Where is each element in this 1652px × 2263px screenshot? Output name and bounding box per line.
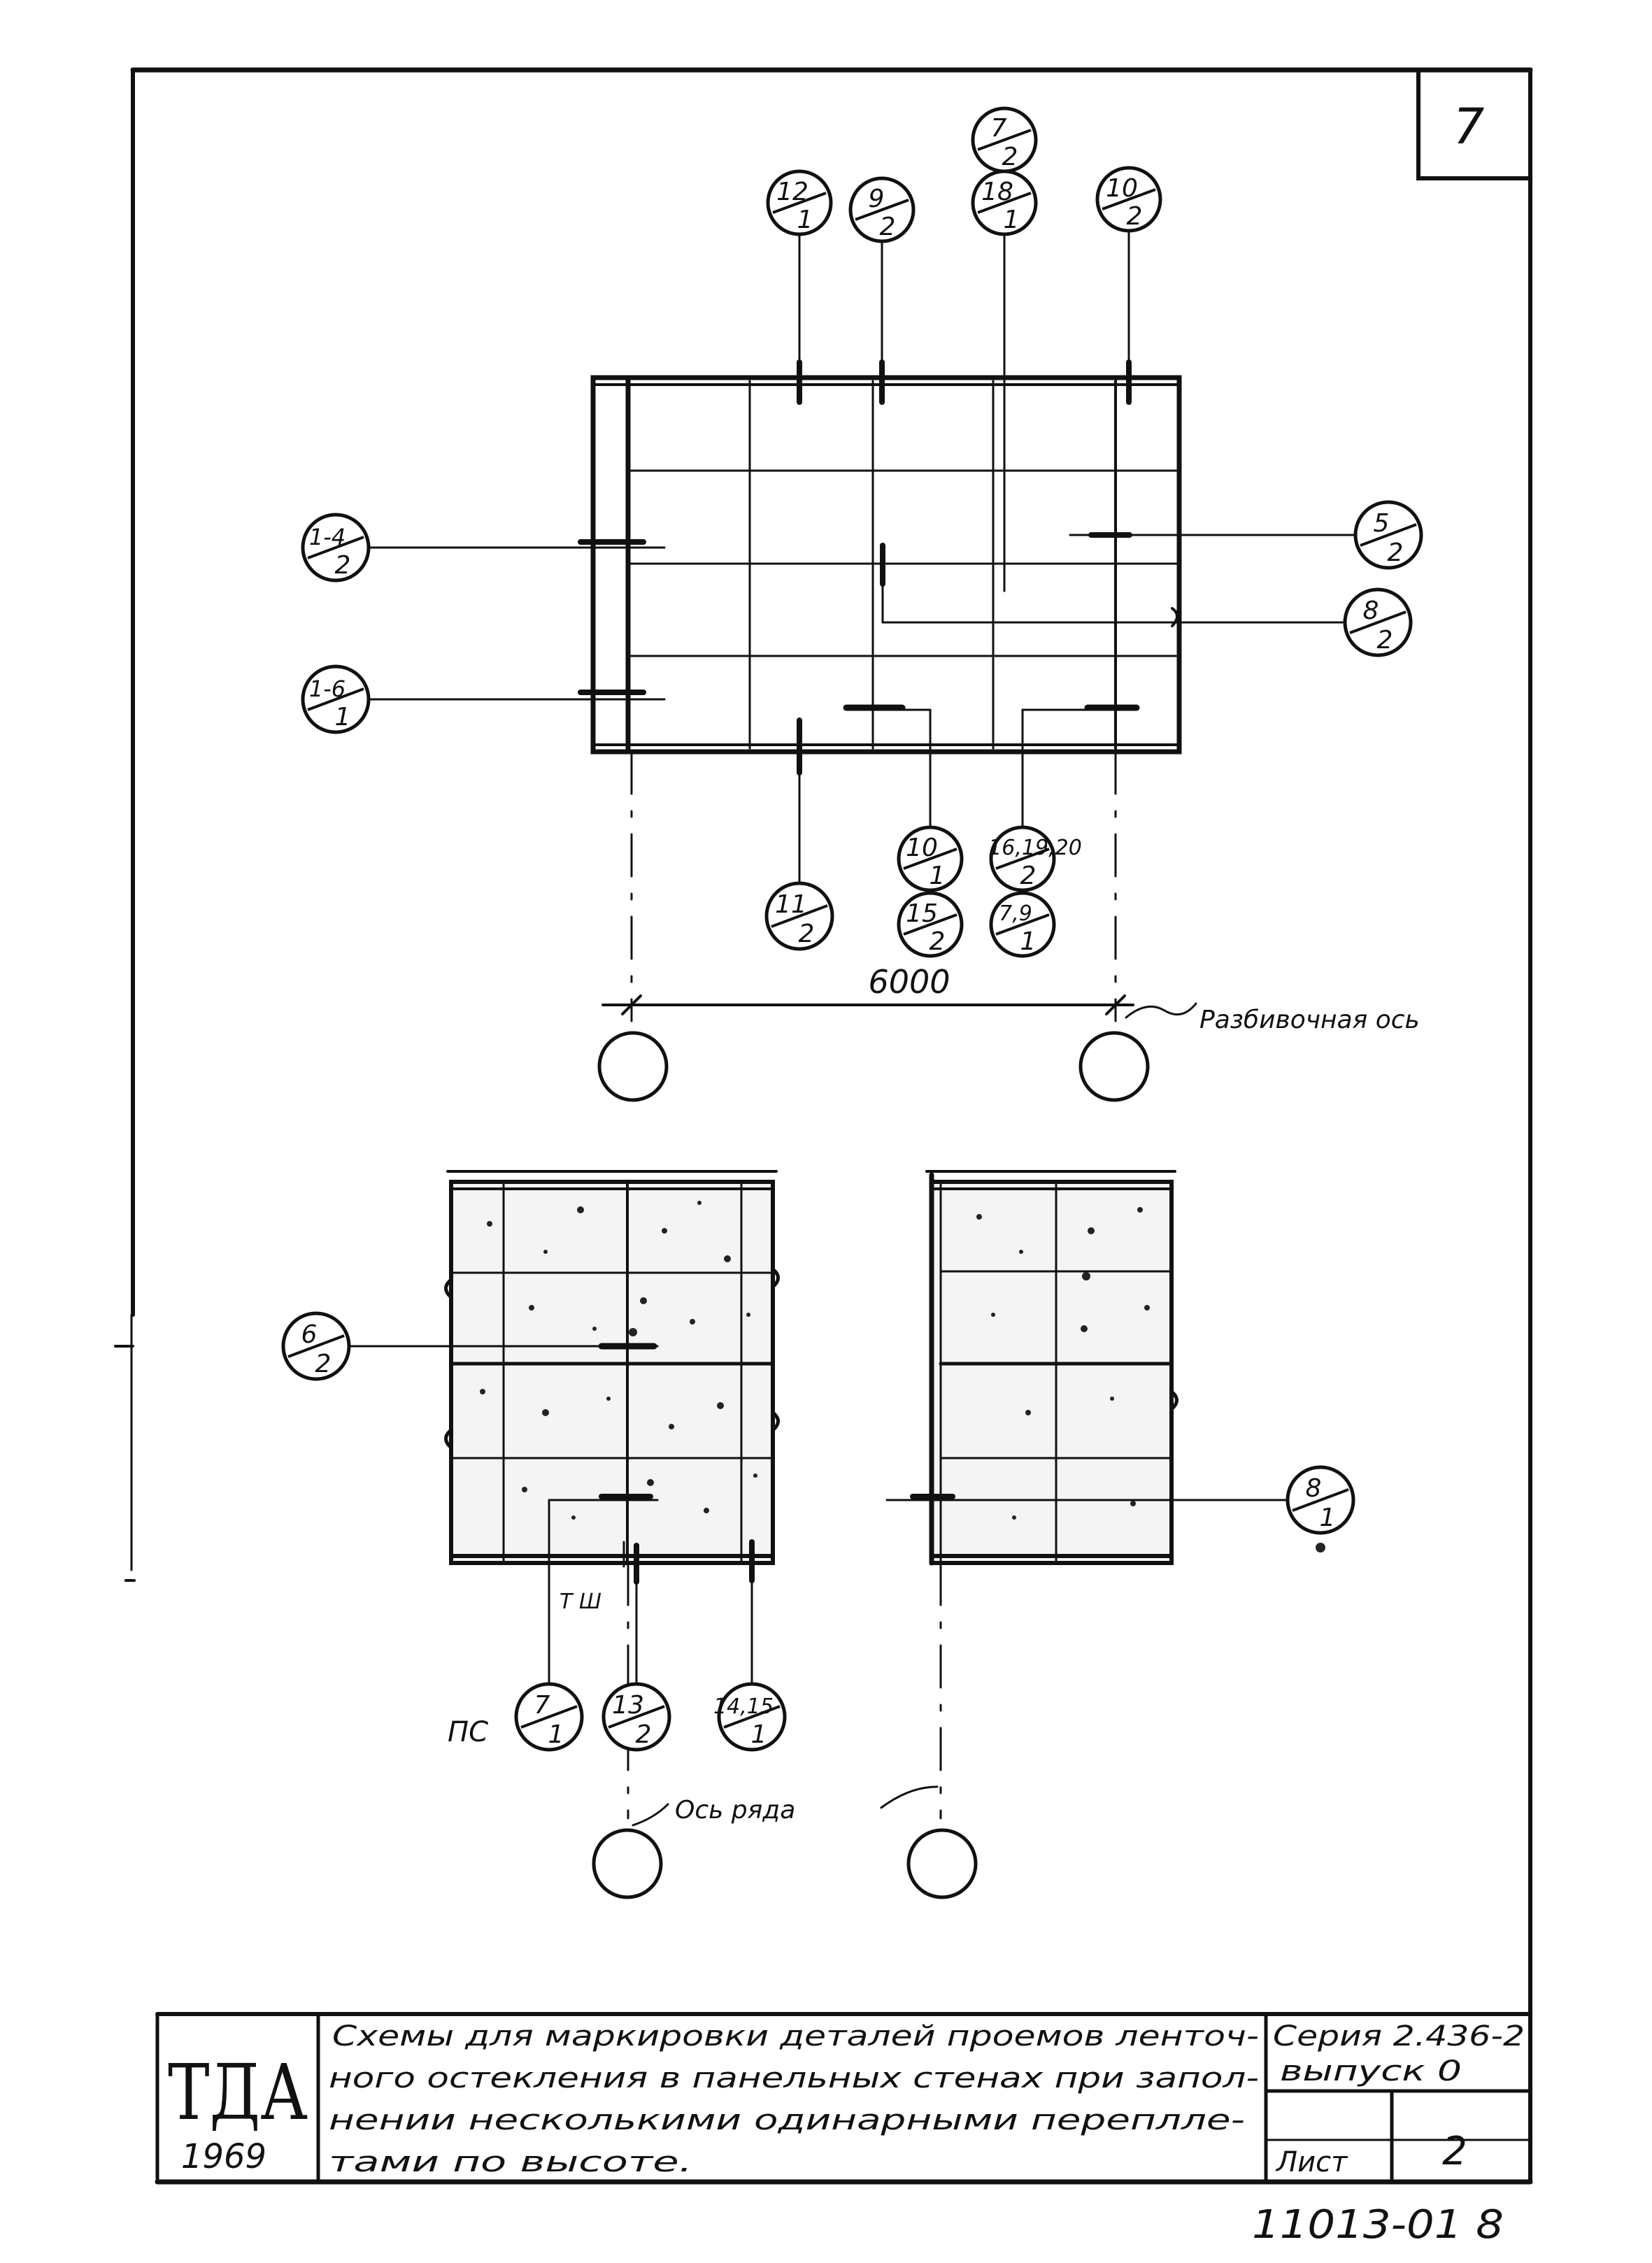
- callout-1-4-2: 1-4 2: [301, 513, 371, 583]
- callout-18-1-top: 18: [981, 178, 1013, 206]
- callout-1-4-2-top: 1-4: [309, 524, 346, 550]
- callout-12-1-top: 12: [776, 178, 809, 206]
- callout-7-2-bottom: 2: [1002, 143, 1018, 171]
- callout-10-1-top: 10: [906, 834, 938, 862]
- title-line-3: нении несколькими одинарными переплле-: [329, 2104, 1245, 2136]
- bottom-left-leaders: [348, 1343, 755, 1820]
- tsh-mark: Т Ш: [560, 1590, 601, 1614]
- title-line-1: Схемы для маркировки деталей проемов лен…: [332, 2020, 1259, 2053]
- callout-15-2-bottom: 2: [930, 927, 946, 956]
- sheet-label: Лист: [1275, 2146, 1348, 2178]
- callout-6-2-bottom: 2: [315, 1350, 332, 1378]
- callout-10-1-bottom: 1: [930, 862, 946, 890]
- callout-10-2: 10 2: [1095, 166, 1162, 233]
- callout-1-6-1-top: 1-6: [309, 676, 346, 702]
- sheet-number: 7: [1453, 98, 1485, 155]
- callout-7-2-top: 7: [991, 114, 1007, 143]
- callout-9-2-bottom: 2: [880, 213, 896, 241]
- callout-1-6-1: 1-6 1: [301, 664, 371, 734]
- callout-6-2-top: 6: [301, 1320, 318, 1349]
- callout-18-1: 18 1: [971, 169, 1038, 236]
- callout-14-15-1: 14,15 1: [713, 1682, 787, 1752]
- callout-9-2: 9 2: [848, 176, 916, 243]
- callout-11-2: 11 2: [764, 881, 834, 951]
- layout-axis-label: Разбивочная ось: [1199, 1006, 1420, 1034]
- axis-marker-right: [1078, 1031, 1150, 1102]
- callout-13-2-top: 13: [612, 1691, 644, 1720]
- callout-7-2: 7 2: [971, 106, 1038, 173]
- callout-5-2-bottom: 2: [1388, 538, 1404, 567]
- callout-5-2-top: 5: [1374, 509, 1390, 538]
- callout-8-1: 8 1: [1286, 1465, 1355, 1535]
- callout-8-1-top: 8: [1306, 1474, 1322, 1503]
- issue-label: выпуск 0: [1280, 2055, 1462, 2087]
- row-axis-marker-right: [906, 1828, 978, 1899]
- callout-10-2-top: 10: [1106, 174, 1138, 203]
- dimension-6000: 6000: [868, 963, 950, 1001]
- callout-7-1: 7 1: [514, 1682, 584, 1752]
- callout-1-4-2-bottom: 2: [335, 551, 351, 580]
- sheet-value: 2: [1442, 2129, 1467, 2174]
- title-line-2: ного остекления в панельных стенах при з…: [329, 2062, 1259, 2094]
- callout-1-6-1-bottom: 1: [335, 703, 351, 731]
- callout-8-2-top: 8: [1363, 597, 1379, 625]
- title-block: ТДА 1969 Схемы для маркировки деталей пр…: [168, 2012, 1532, 2184]
- sheet-frame: [114, 67, 1533, 2185]
- doc-code: 11013-01 8: [1252, 2202, 1504, 2248]
- callout-10-2-bottom: 2: [1127, 202, 1143, 231]
- axis-marker-left: [597, 1031, 669, 1102]
- tda-logo: ТДА: [168, 2048, 308, 2137]
- callout-7-1-top: 7: [534, 1691, 550, 1720]
- callout-7-9-1: 7,9 1: [989, 891, 1056, 958]
- bottom-right-scheme: [925, 1170, 1179, 1566]
- callout-7-9-1-bottom: 1: [1020, 927, 1037, 956]
- callout-12-1-bottom: 1: [797, 206, 813, 234]
- concrete-speckle-right: [976, 1207, 1150, 1520]
- callout-15-2-top: 15: [906, 899, 938, 928]
- callout-8-2-bottom: 2: [1377, 626, 1393, 655]
- callout-7-1-bottom: 1: [548, 1720, 564, 1749]
- callout-8-1-bottom: 1: [1320, 1504, 1336, 1532]
- pc-mark: ПС: [448, 1716, 488, 1748]
- callout-9-2-top: 9: [869, 185, 885, 213]
- callout-13-2: 13 2: [601, 1682, 671, 1752]
- sheet-number-box: 7: [1416, 68, 1532, 180]
- callout-13-2-bottom: 2: [636, 1720, 652, 1749]
- series-label: Серия 2.436-2: [1273, 2020, 1525, 2053]
- callout-11-2-top: 11: [775, 890, 807, 919]
- callout-8-2: 8 2: [1343, 587, 1413, 657]
- callout-15-2: 15 2: [897, 891, 964, 958]
- callout-14-15-1-top: 14,15: [713, 1694, 774, 1719]
- callout-6-2: 6 2: [281, 1311, 351, 1381]
- callout-10-1: 10 1: [897, 825, 964, 892]
- callout-16-19-20-2-bottom: 2: [1020, 862, 1037, 890]
- bottom-right-leaders: [885, 1494, 1325, 1820]
- row-axis-label: Ось ряда: [675, 1796, 795, 1825]
- row-axis-marker-left: [592, 1828, 663, 1899]
- callout-7-9-1-top: 7,9: [999, 901, 1032, 926]
- top-leaders: [367, 142, 1358, 886]
- callout-18-1-bottom: 1: [1004, 206, 1020, 234]
- callout-16-19-20-2: 16,19,20 2: [988, 825, 1082, 892]
- callout-12-1: 12 1: [766, 169, 833, 236]
- bottom-left-scheme: [444, 1170, 780, 1565]
- callout-5-2: 5 2: [1353, 500, 1423, 570]
- callout-14-15-1-bottom: 1: [751, 1720, 767, 1749]
- title-line-4: тами по высоте.: [329, 2146, 692, 2178]
- concrete-speckle: [480, 1201, 757, 1520]
- callout-11-2-bottom: 2: [799, 920, 815, 948]
- callout-16-19-20-2-top: 16,19,20: [988, 836, 1082, 860]
- top-window-scheme: [590, 375, 1182, 1102]
- title-year: 1969: [181, 2137, 266, 2176]
